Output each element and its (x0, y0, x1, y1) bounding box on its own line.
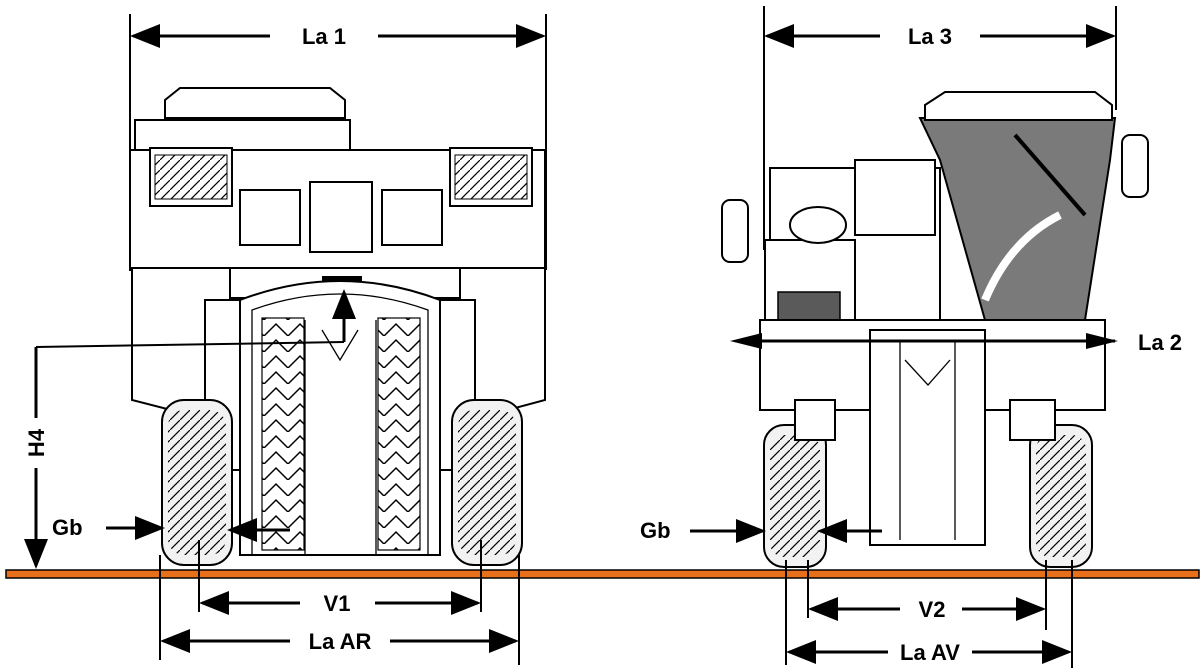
ground-line (5, 569, 1200, 579)
label-la-ar: La AR (309, 629, 372, 654)
dimension-v1: V1 (198, 540, 482, 616)
rear-view-machine (129, 87, 546, 566)
label-la3: La 3 (908, 24, 952, 49)
dimension-gb-left: Gb (52, 515, 290, 542)
label-v2: V2 (919, 597, 946, 622)
label-la-av: La AV (900, 640, 960, 665)
dimension-la1: La 1 (129, 14, 547, 270)
label-v1: V1 (324, 591, 351, 616)
dimension-h4: H4 (20, 289, 356, 569)
dimension-la-av: La AV (785, 560, 1073, 668)
label-gb-left: Gb (52, 515, 83, 540)
label-gb-right: Gb (640, 518, 671, 543)
dimension-la3: La 3 (763, 6, 1117, 250)
dimension-v2: V2 (807, 560, 1047, 630)
label-la2: La 2 (1138, 330, 1182, 355)
dimension-la2: La 2 (730, 330, 1182, 355)
dimension-la-ar: La AR (159, 555, 520, 665)
label-la1: La 1 (302, 24, 346, 49)
label-h4: H4 (24, 428, 49, 457)
front-view-machine (721, 91, 1149, 568)
dimension-gb-right: Gb (640, 518, 882, 543)
